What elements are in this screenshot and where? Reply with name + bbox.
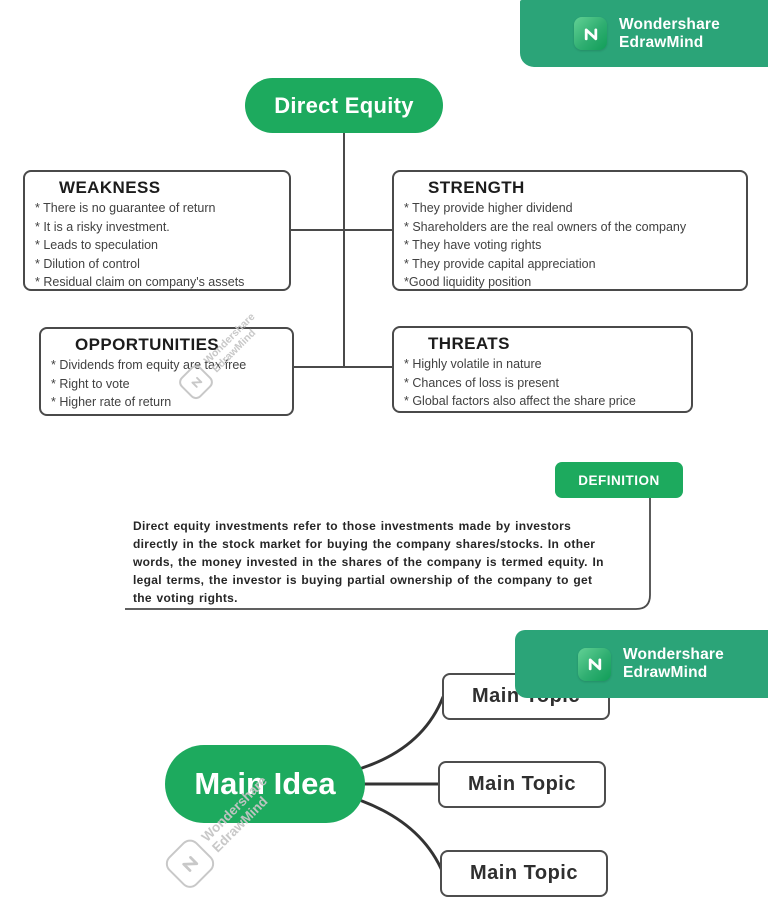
watermark-logo-icon xyxy=(161,835,219,892)
node-weakness: WEAKNESS * There is no guarantee of retu… xyxy=(23,170,291,291)
weakness-item: * Dilution of control xyxy=(35,256,140,271)
brand-badge-top: Wondershare EdrawMind xyxy=(520,0,768,67)
threats-item: * Global factors also affect the share p… xyxy=(404,394,636,409)
definition-paragraph: Direct equity investments refer to those… xyxy=(133,519,604,605)
connector-main-topic-1 xyxy=(360,695,445,770)
edrawmind-n-glyph xyxy=(584,28,597,40)
root-node-main-idea: Main Idea xyxy=(165,745,365,823)
brand-name: Wondershare EdrawMind xyxy=(623,646,724,682)
brand-line1: Wondershare xyxy=(619,15,720,33)
connector-main-topic-3 xyxy=(360,799,445,875)
edrawmind-logo-icon xyxy=(574,17,607,50)
strength-item: * They provide capital appreciation xyxy=(404,256,596,271)
brand-line1: Wondershare xyxy=(623,646,724,663)
watermark-logo-icon xyxy=(176,362,216,402)
brand-badge-middle: Wondershare EdrawMind xyxy=(515,630,768,698)
node-opportunities: OPPORTUNITIES * Dividends from equity ar… xyxy=(39,327,294,416)
node-main-topic-3: Main Topic xyxy=(440,850,608,897)
node-strength: STRENGTH * They provide higher dividend … xyxy=(392,170,748,291)
weakness-item: * There is no guarantee of return xyxy=(35,201,216,215)
threats-item: * Highly volatile in nature xyxy=(404,357,542,371)
watermark: Wondershare EdrawMind xyxy=(161,770,284,892)
weakness-item: * It is a risky investment. xyxy=(35,219,170,234)
strength-item: * They provide higher dividend xyxy=(404,201,573,215)
opportunities-title: OPPORTUNITIES xyxy=(75,335,220,354)
brand-line2: EdrawMind xyxy=(619,33,704,51)
edrawmind-n-glyph xyxy=(588,658,601,671)
node-threats: THREATS * Highly volatile in nature * Ch… xyxy=(392,326,693,413)
watermark-n-glyph xyxy=(182,856,199,872)
strength-item: * They have voting rights xyxy=(404,238,542,253)
definition-label: DEFINITION xyxy=(555,462,683,498)
brand-name: Wondershare EdrawMind xyxy=(619,16,720,52)
connector-definition xyxy=(125,498,651,610)
threats-item: * Chances of loss is present xyxy=(404,375,559,390)
opportunities-item: * Dividends from equity are tax free xyxy=(51,358,247,372)
opportunities-item: * Right to vote xyxy=(51,376,130,391)
weakness-item: * Leads to speculation xyxy=(35,238,159,253)
strength-item: *Good liquidity position xyxy=(404,275,532,290)
watermark-n-glyph xyxy=(190,376,202,388)
threats-title: THREATS xyxy=(428,334,510,353)
edrawmind-logo-icon xyxy=(578,647,611,681)
root-node-direct-equity: Direct Equity xyxy=(245,78,443,133)
watermark: Wondershare EdrawMind xyxy=(176,310,268,402)
strength-title: STRENGTH xyxy=(428,178,525,197)
node-main-topic-2: Main Topic xyxy=(438,761,606,808)
opportunities-item: * Higher rate of return xyxy=(51,395,172,410)
strength-item: * Shareholders are the real owners of th… xyxy=(404,219,687,234)
brand-line2: EdrawMind xyxy=(623,664,708,681)
weakness-title: WEAKNESS xyxy=(59,178,161,197)
weakness-item: * Residual claim on company's assets xyxy=(35,275,245,290)
